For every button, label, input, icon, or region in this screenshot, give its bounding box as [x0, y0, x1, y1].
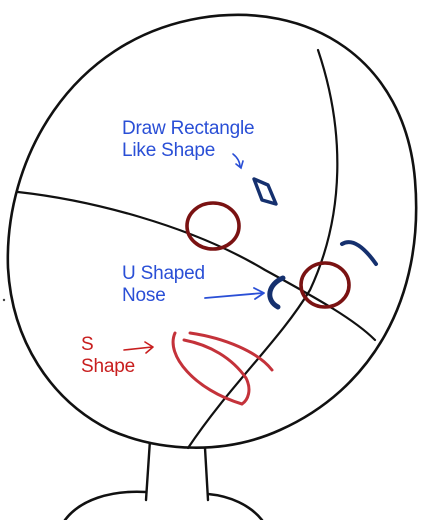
horizontal-guide-line [16, 190, 377, 342]
right-eyebrow [340, 240, 378, 266]
neck-left-line [144, 438, 152, 502]
mouth-label-line2: Shape [81, 356, 135, 377]
s-shaped-mouth [171, 331, 274, 406]
nose-label-line2: Nose [122, 285, 166, 306]
body-outline [63, 490, 264, 520]
rectangle-label-line2: Like Shape [122, 140, 216, 161]
mouth-arrow [123, 341, 154, 354]
nose-label-line1: U Shaped [122, 263, 205, 284]
nose-label: U Shaped Nose [122, 263, 205, 307]
stray-dot [2, 298, 6, 302]
left-eye [185, 201, 241, 251]
mouth-label-line1: S [81, 334, 94, 355]
nose-arrow [204, 287, 265, 300]
right-eye [299, 261, 351, 309]
neck-right-line [203, 446, 210, 502]
rectangle-label-line1: Draw Rectangle [122, 118, 255, 139]
left-eyebrow [252, 177, 278, 206]
head-outline [6, 13, 418, 449]
vertical-guide-line [186, 48, 339, 450]
rectangle-label: Draw Rectangle Like Shape [122, 118, 255, 162]
u-shaped-nose [267, 275, 286, 310]
mouth-label: S Shape [81, 334, 135, 378]
rectangle-arrow [232, 153, 244, 170]
